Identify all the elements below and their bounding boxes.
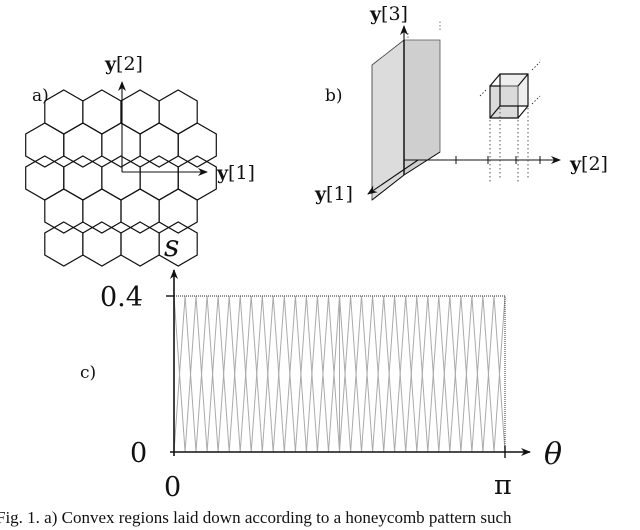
chart-series (173, 295, 506, 453)
hexagon (120, 89, 160, 135)
hexagon (82, 221, 122, 267)
panel-a-x-axis-label: y[1] (216, 162, 255, 184)
hexagon (177, 155, 217, 201)
hexagon (120, 221, 160, 267)
panel-b: b) (314, 3, 608, 205)
panel-b-x-axis-label: y[1] (314, 183, 353, 205)
hexagon (63, 122, 103, 168)
hexagon (101, 155, 141, 201)
cube (479, 61, 541, 119)
hexagon (82, 188, 122, 234)
caption-text: Fig. 1. a) Convex regions laid down acco… (0, 508, 512, 527)
chart-ylabel: s (164, 229, 179, 264)
panel-a-y-axis-label: y[2] (104, 53, 143, 75)
panel-c-label: c) (80, 363, 96, 383)
y-tick-label-zero: 0 (130, 438, 147, 469)
chart-xlabel: θ (544, 437, 562, 472)
panel-c: c) s θ 0.4 0 0 π (80, 229, 562, 503)
hexagon-grid (25, 89, 217, 267)
x-tick-label-zero: 0 (164, 472, 181, 503)
hexagon (44, 221, 84, 267)
hexagon (25, 122, 65, 168)
hexagon (101, 122, 141, 168)
panel-a: a) y[2] y[1] (25, 53, 255, 267)
panel-a-label: a) (32, 86, 49, 106)
x-tick-label-end: π (494, 470, 512, 501)
hexagon (158, 221, 198, 267)
hexagon (177, 122, 217, 168)
hexagon (44, 89, 84, 135)
hexagon (158, 89, 198, 135)
panel-b-z-axis-label: y[3] (369, 3, 408, 25)
cube-projections (489, 108, 529, 182)
hexagon (44, 188, 84, 234)
hexagon (25, 155, 65, 201)
panel-b-x-axis (367, 159, 419, 195)
hexagon (120, 188, 160, 234)
panel-b-label: b) (325, 86, 343, 106)
hexagon (139, 122, 179, 168)
hexagon (158, 188, 198, 234)
shaded-slab (371, 20, 441, 201)
panel-b-y-axis-ticks (455, 156, 541, 164)
figure-caption: Fig. 1. a) Convex regions laid down acco… (0, 508, 640, 530)
hexagon (82, 89, 122, 135)
y-tick-label-top: 0.4 (100, 282, 143, 313)
hexagon (139, 155, 179, 201)
hexagon (63, 155, 103, 201)
panel-b-y-axis-label: y[2] (569, 153, 608, 175)
